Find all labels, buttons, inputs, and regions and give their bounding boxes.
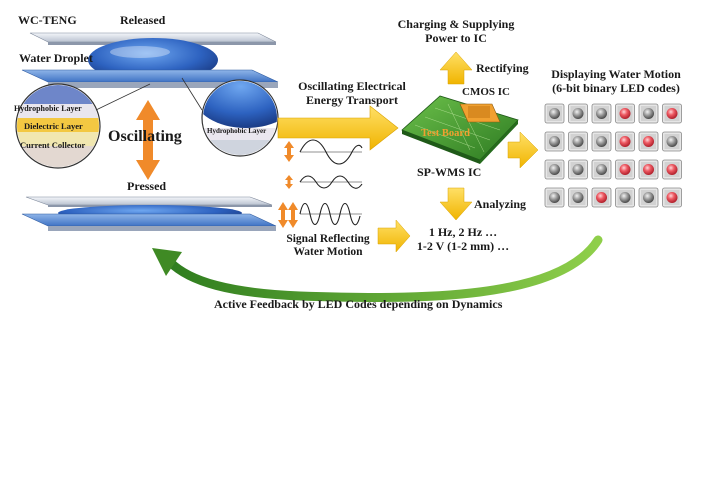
- display-title: Displaying Water Motion (6-bit binary LE…: [551, 67, 681, 95]
- feedback-label: Active Feedback by LED Codes depending o…: [214, 297, 503, 311]
- led-cell-r2-c2: [568, 131, 588, 152]
- layer-zoom-circle: [15, 83, 151, 169]
- led-off: [596, 136, 607, 147]
- led-cell-r4-c2: [568, 187, 588, 208]
- hydrophobic-zoom-label: Hydrophobic Layer: [207, 127, 267, 135]
- led-off: [572, 192, 584, 203]
- transport-label: Oscillating Electrical Energy Transport: [298, 79, 406, 107]
- pressed-bottom-plate: [21, 213, 277, 227]
- amplitude-arrows: [278, 141, 298, 228]
- led-on: [619, 136, 631, 147]
- led-off: [549, 108, 560, 119]
- device-title: WC-TENG: [18, 13, 77, 27]
- led-cell-r4-c5: [638, 187, 659, 208]
- cmos-chip: [459, 103, 501, 123]
- test-board: [401, 95, 519, 164]
- led-off: [643, 192, 654, 203]
- led-off: [572, 108, 584, 119]
- hydrophobic-zoom-circle: [181, 77, 279, 157]
- led-on: [666, 192, 678, 203]
- led-cell-r4-c6: [662, 187, 682, 208]
- led-off: [666, 136, 678, 147]
- led-on: [619, 108, 631, 119]
- led-on: [666, 108, 678, 119]
- led-cell-r2-c3: [591, 131, 612, 152]
- display-arrow: [507, 131, 539, 169]
- charging-label: Charging & Supplying Power to IC: [397, 17, 515, 45]
- transport-arrow: [277, 105, 399, 151]
- led-cell-r1-c6: [662, 103, 682, 124]
- led-off: [549, 164, 560, 175]
- water-droplet-label: Water Droplet: [19, 51, 93, 65]
- led-cell-r4-c3: [591, 187, 612, 208]
- led-panel: [544, 103, 682, 208]
- test-board-label: Test Board: [421, 128, 470, 139]
- led-cell-r3-c5: [638, 159, 659, 180]
- led-cell-r1-c2: [568, 103, 588, 124]
- led-off: [549, 192, 560, 203]
- led-on: [643, 136, 654, 147]
- cmos-ic-label: CMOS IC: [462, 86, 510, 98]
- led-on: [643, 164, 654, 175]
- layer-label-dielectric: Dielectric Layer: [24, 121, 83, 131]
- led-off: [596, 164, 607, 175]
- led-cell-r3-c4: [615, 159, 635, 180]
- led-cell-r3-c3: [591, 159, 612, 180]
- analysis-values: 1 Hz, 2 Hz … 1-2 V (1-2 mm) …: [416, 225, 510, 253]
- led-cell-r2-c1: [544, 131, 565, 152]
- led-off: [572, 136, 584, 147]
- led-cell-r2-c6: [662, 131, 682, 152]
- feedback-arrow: [152, 235, 603, 302]
- signal-label: Signal Reflecting Water Motion: [286, 233, 370, 259]
- state-pressed-label: Pressed: [127, 179, 167, 193]
- led-off: [549, 136, 560, 147]
- led-off: [572, 164, 584, 175]
- led-off: [643, 108, 654, 119]
- waveforms: [299, 139, 363, 226]
- waveform-1: [299, 139, 363, 165]
- sp-wms-ic-label: SP-WMS IC: [417, 165, 482, 179]
- led-cell-r2-c4: [615, 131, 635, 152]
- rectifying-label: Rectifying: [476, 61, 529, 75]
- led-cell-r3-c1: [544, 159, 565, 180]
- led-on: [666, 164, 678, 175]
- signal-arrow: [377, 219, 411, 253]
- led-cell-r4-c1: [544, 187, 565, 208]
- led-on: [619, 164, 631, 175]
- led-cell-r2-c5: [638, 131, 659, 152]
- led-on: [596, 192, 607, 203]
- rectifying-arrow: [439, 51, 473, 85]
- released-device: [21, 32, 279, 88]
- layer-label-hydrophobic: Hydrophobic Layer: [14, 104, 82, 113]
- led-off: [619, 192, 631, 203]
- analyzing-arrow: [439, 187, 473, 221]
- oscillating-arrow: [136, 100, 160, 180]
- pressed-device: [21, 196, 277, 231]
- waveform-2: [299, 175, 363, 189]
- led-cell-r1-c1: [544, 103, 565, 124]
- waveform-3: [299, 202, 361, 226]
- oscillating-label: Oscillating: [108, 128, 182, 145]
- led-cell-r4-c4: [615, 187, 635, 208]
- led-cell-r3-c6: [662, 159, 682, 180]
- layer-label-current-collector: Current Collector: [20, 140, 86, 150]
- analyzing-label: Analyzing: [474, 197, 527, 211]
- led-cell-r1-c4: [615, 103, 635, 124]
- pressed-top-plate: [25, 196, 273, 206]
- led-cell-r3-c2: [568, 159, 588, 180]
- state-released-label: Released: [120, 13, 166, 27]
- led-cell-r1-c3: [591, 103, 612, 124]
- led-off: [596, 108, 607, 119]
- led-cell-r1-c5: [638, 103, 659, 124]
